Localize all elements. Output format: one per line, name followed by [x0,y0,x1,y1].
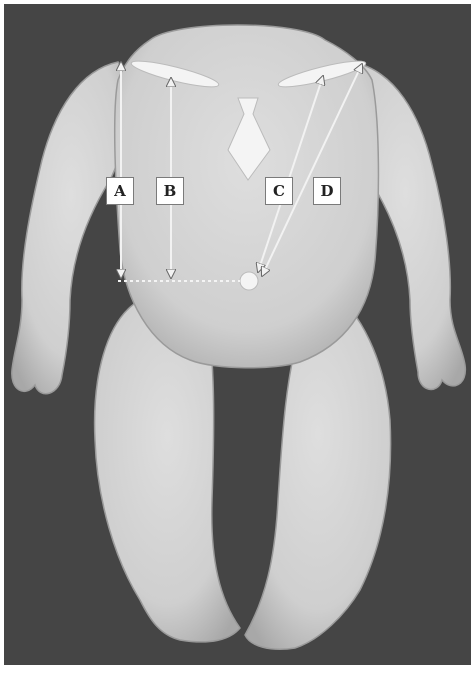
label-b: B [156,177,184,205]
label-c: C [265,177,293,205]
navel-marker [240,272,258,290]
label-d: D [313,177,341,205]
label-a: A [106,177,134,205]
